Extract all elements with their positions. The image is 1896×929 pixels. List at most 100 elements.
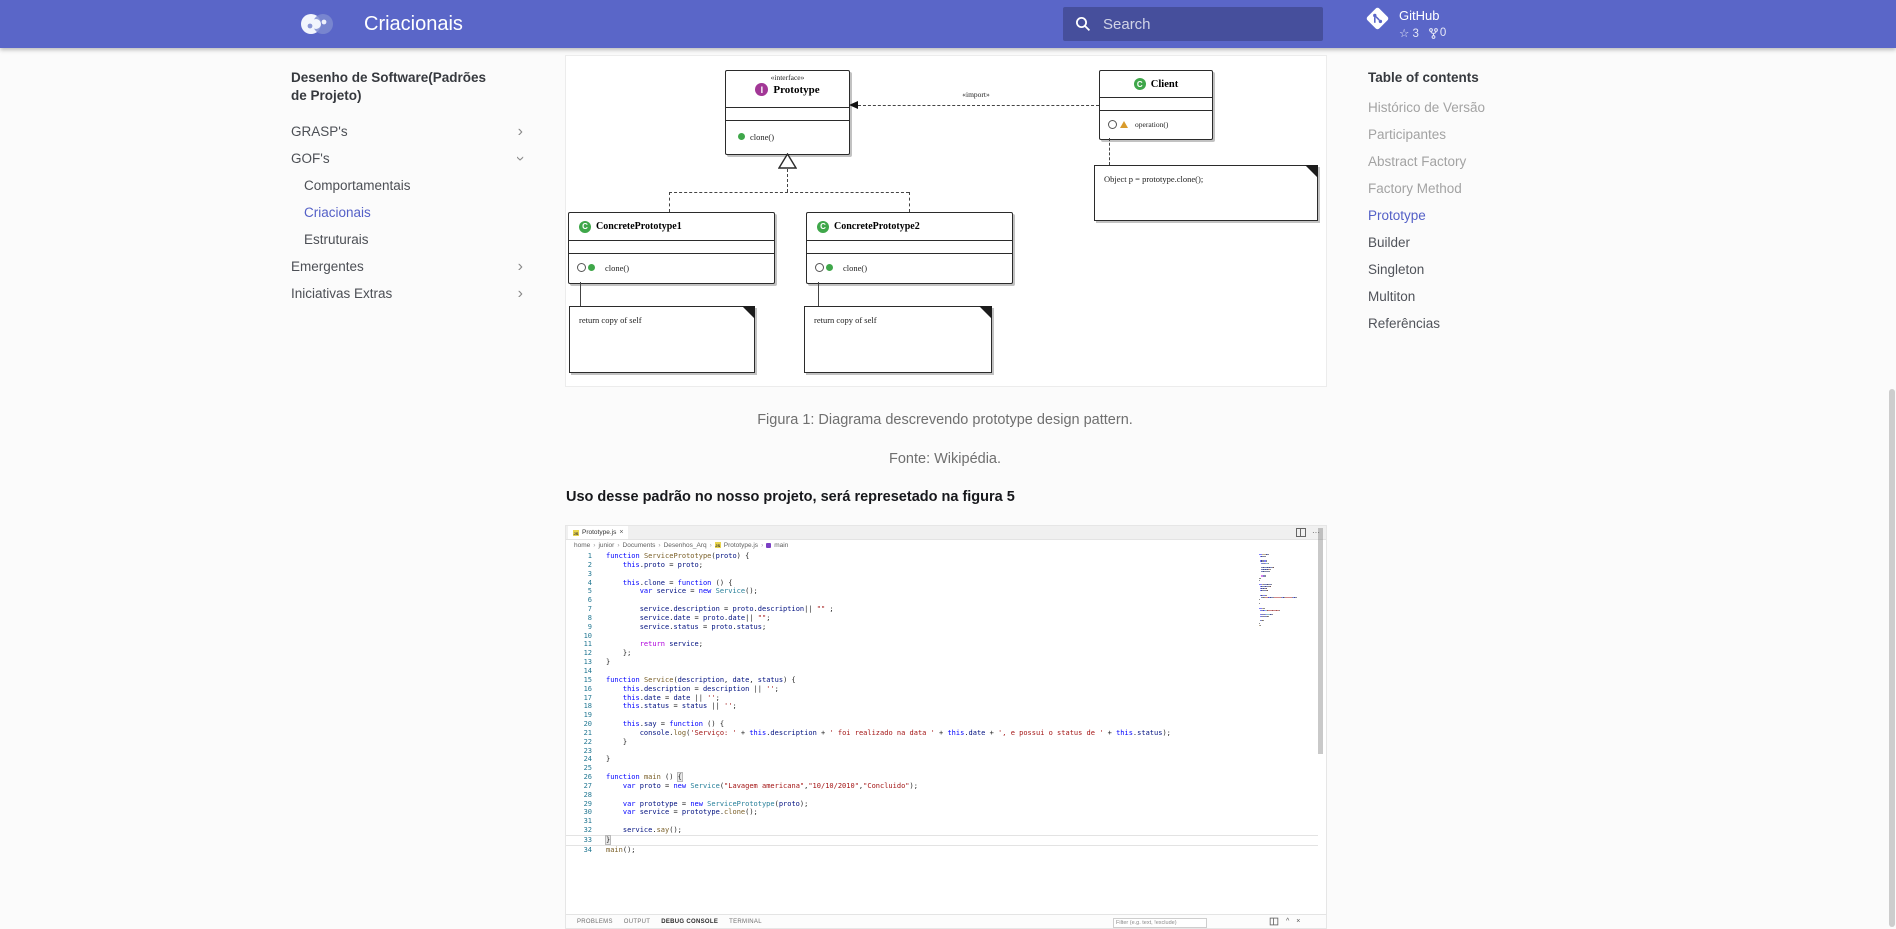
minimap-line [1259, 579, 1304, 581]
minimap-line [1259, 618, 1304, 619]
panel-maximize-icon[interactable]: ^ [1286, 918, 1290, 925]
line-number: 24 [583, 755, 592, 764]
breadcrumb-item-documents[interactable]: Documents [622, 541, 656, 549]
breadcrumb-item-junior[interactable]: junior [598, 541, 615, 549]
sidebar-item-gof-s[interactable]: GOF's› [291, 145, 529, 172]
chevron-right-icon[interactable]: › [517, 123, 523, 140]
sidebar-item-estruturais[interactable]: Estruturais [304, 232, 369, 247]
line-number: 9 [587, 622, 592, 631]
chevron-right-icon[interactable]: › [517, 285, 523, 302]
sidebar-item-label: GRASP's [291, 124, 348, 139]
sidebar-item-label: Emergentes [291, 259, 364, 274]
toc-item-referencias[interactable]: Referências [1368, 316, 1441, 331]
toc-item-prototype[interactable]: Prototype [1368, 208, 1426, 223]
search-icon [1076, 17, 1091, 32]
code-line: 21 console.log('Serviço: ' + this.descri… [566, 729, 1318, 738]
minimap-line [1259, 588, 1304, 590]
minimap-line [1259, 566, 1304, 568]
code-line: 11 return service; [566, 640, 1318, 649]
panel-close-icon[interactable]: × [1296, 918, 1301, 925]
uml-realization-right [909, 192, 910, 212]
minimap-line [1259, 562, 1304, 564]
toc-item-builder[interactable]: Builder [1368, 235, 1411, 250]
line-number: 6 [587, 596, 592, 605]
toc-item-singleton[interactable]: Singleton [1368, 262, 1425, 277]
minimap[interactable] [1259, 554, 1304, 627]
editor-scrollbar[interactable] [1318, 528, 1323, 754]
code-text: } [606, 737, 628, 746]
nav-sidebar: Desenho de Software(Padrões de Projeto) … [291, 48, 541, 307]
tab-close-icon[interactable]: × [619, 529, 624, 536]
toc-title: Table of contents [1368, 70, 1479, 85]
code-text: this.say = function () { [622, 720, 725, 729]
uml-realization-left [669, 192, 670, 212]
sidebar-item-grasp-s[interactable]: GRASP's › [291, 118, 523, 145]
line-number: 26 [583, 773, 592, 782]
minimap-line [1259, 601, 1304, 602]
panel-tab-debug-console[interactable]: DEBUG CONSOLE [661, 919, 719, 925]
chevron-down-icon[interactable]: › [511, 155, 529, 162]
toc-item-factory-method[interactable]: Factory Method [1368, 181, 1462, 196]
toc-item-historico-de-versao[interactable]: Histórico de Versão [1368, 100, 1486, 115]
code-text: } [604, 835, 612, 845]
breadcrumb-separator-icon: › [761, 541, 764, 549]
uml-concrete2-note: return copy of self [804, 306, 992, 373]
code-text: this.description = description || ''; [622, 684, 779, 693]
editor-tab-prototype-js[interactable]: JS Prototype.js × [568, 526, 629, 539]
toc-item-participantes[interactable]: Participantes [1368, 127, 1447, 142]
line-number: 10 [583, 631, 592, 640]
chevron-right-icon[interactable]: › [517, 258, 523, 275]
uml-note2-connector [818, 282, 819, 306]
search-input[interactable] [1101, 14, 1295, 34]
filter-input[interactable] [1113, 917, 1207, 928]
code-text: } [606, 755, 611, 764]
breadcrumb-separator-icon: › [593, 541, 596, 549]
sidebar-item-comportamentais[interactable]: Comportamentais [304, 178, 411, 193]
more-actions-icon[interactable]: ··· [1312, 528, 1320, 537]
line-number: 1 [587, 552, 592, 560]
line-number: 20 [583, 720, 592, 729]
page-scrollbar[interactable] [1889, 389, 1895, 927]
minimap-line [1259, 620, 1304, 622]
code-line: 32 service.say(); [566, 826, 1318, 835]
uml-client-method: operation() [1135, 119, 1169, 129]
code-line: 3 [566, 570, 1318, 579]
minimap-line [1259, 624, 1304, 626]
yin-yang-logo-icon [299, 11, 335, 37]
star-icon: ☆ [1399, 28, 1410, 40]
search-box[interactable] [1063, 7, 1323, 41]
uml-prototype-box: «interface» I Prototype clone() [725, 70, 850, 155]
minimap-line [1259, 594, 1304, 596]
line-number: 33 [583, 836, 592, 844]
sidebar-item-iniciativas-extras[interactable]: Iniciativas Extras› [291, 280, 523, 307]
code-text: function Service(description, date, stat… [606, 675, 796, 684]
code-text: var service = prototype.clone(); [622, 808, 758, 817]
toc-item-abstract-factory[interactable]: Abstract Factory [1368, 154, 1467, 169]
panel-grid-icon[interactable] [1269, 917, 1279, 926]
uml-client-note: Object p = prototype.clone(); [1094, 165, 1318, 221]
line-number: 31 [583, 817, 592, 826]
sidebar-item-emergentes[interactable]: Emergentes › [291, 253, 523, 280]
uml-concrete1-box: C ConcretePrototype1 clone() [568, 212, 775, 284]
split-editor-icon[interactable] [1296, 528, 1306, 537]
code-line: 16 this.description = description || ''; [566, 685, 1318, 694]
breadcrumb-item-desenhos-arq[interactable]: Desenhos_Arq [663, 541, 707, 549]
code-text: service.description = proto.description|… [639, 605, 834, 614]
breadcrumb-item-home[interactable]: home [574, 541, 591, 549]
panel-tab-output[interactable]: OUTPUT [623, 919, 651, 925]
line-number: 25 [583, 764, 592, 773]
uml-client-note-connector [1109, 138, 1110, 165]
github-link[interactable]: GitHub ☆ 3 0 [1364, 5, 1446, 40]
minimap-line [1259, 560, 1304, 562]
breadcrumb-item-prototype-js[interactable]: Prototype.js [723, 541, 759, 549]
sidebar-item-criacionais[interactable]: Criacionais [304, 205, 371, 220]
panel-tab-problems[interactable]: PROBLEMS [577, 919, 613, 925]
minimap-line [1259, 565, 1304, 566]
toc-item-multiton[interactable]: Multiton [1368, 289, 1416, 304]
breadcrumb-item-main[interactable]: main [774, 541, 789, 549]
panel-tab-terminal[interactable]: TERMINAL [729, 919, 762, 925]
warning-icon [1120, 120, 1128, 128]
